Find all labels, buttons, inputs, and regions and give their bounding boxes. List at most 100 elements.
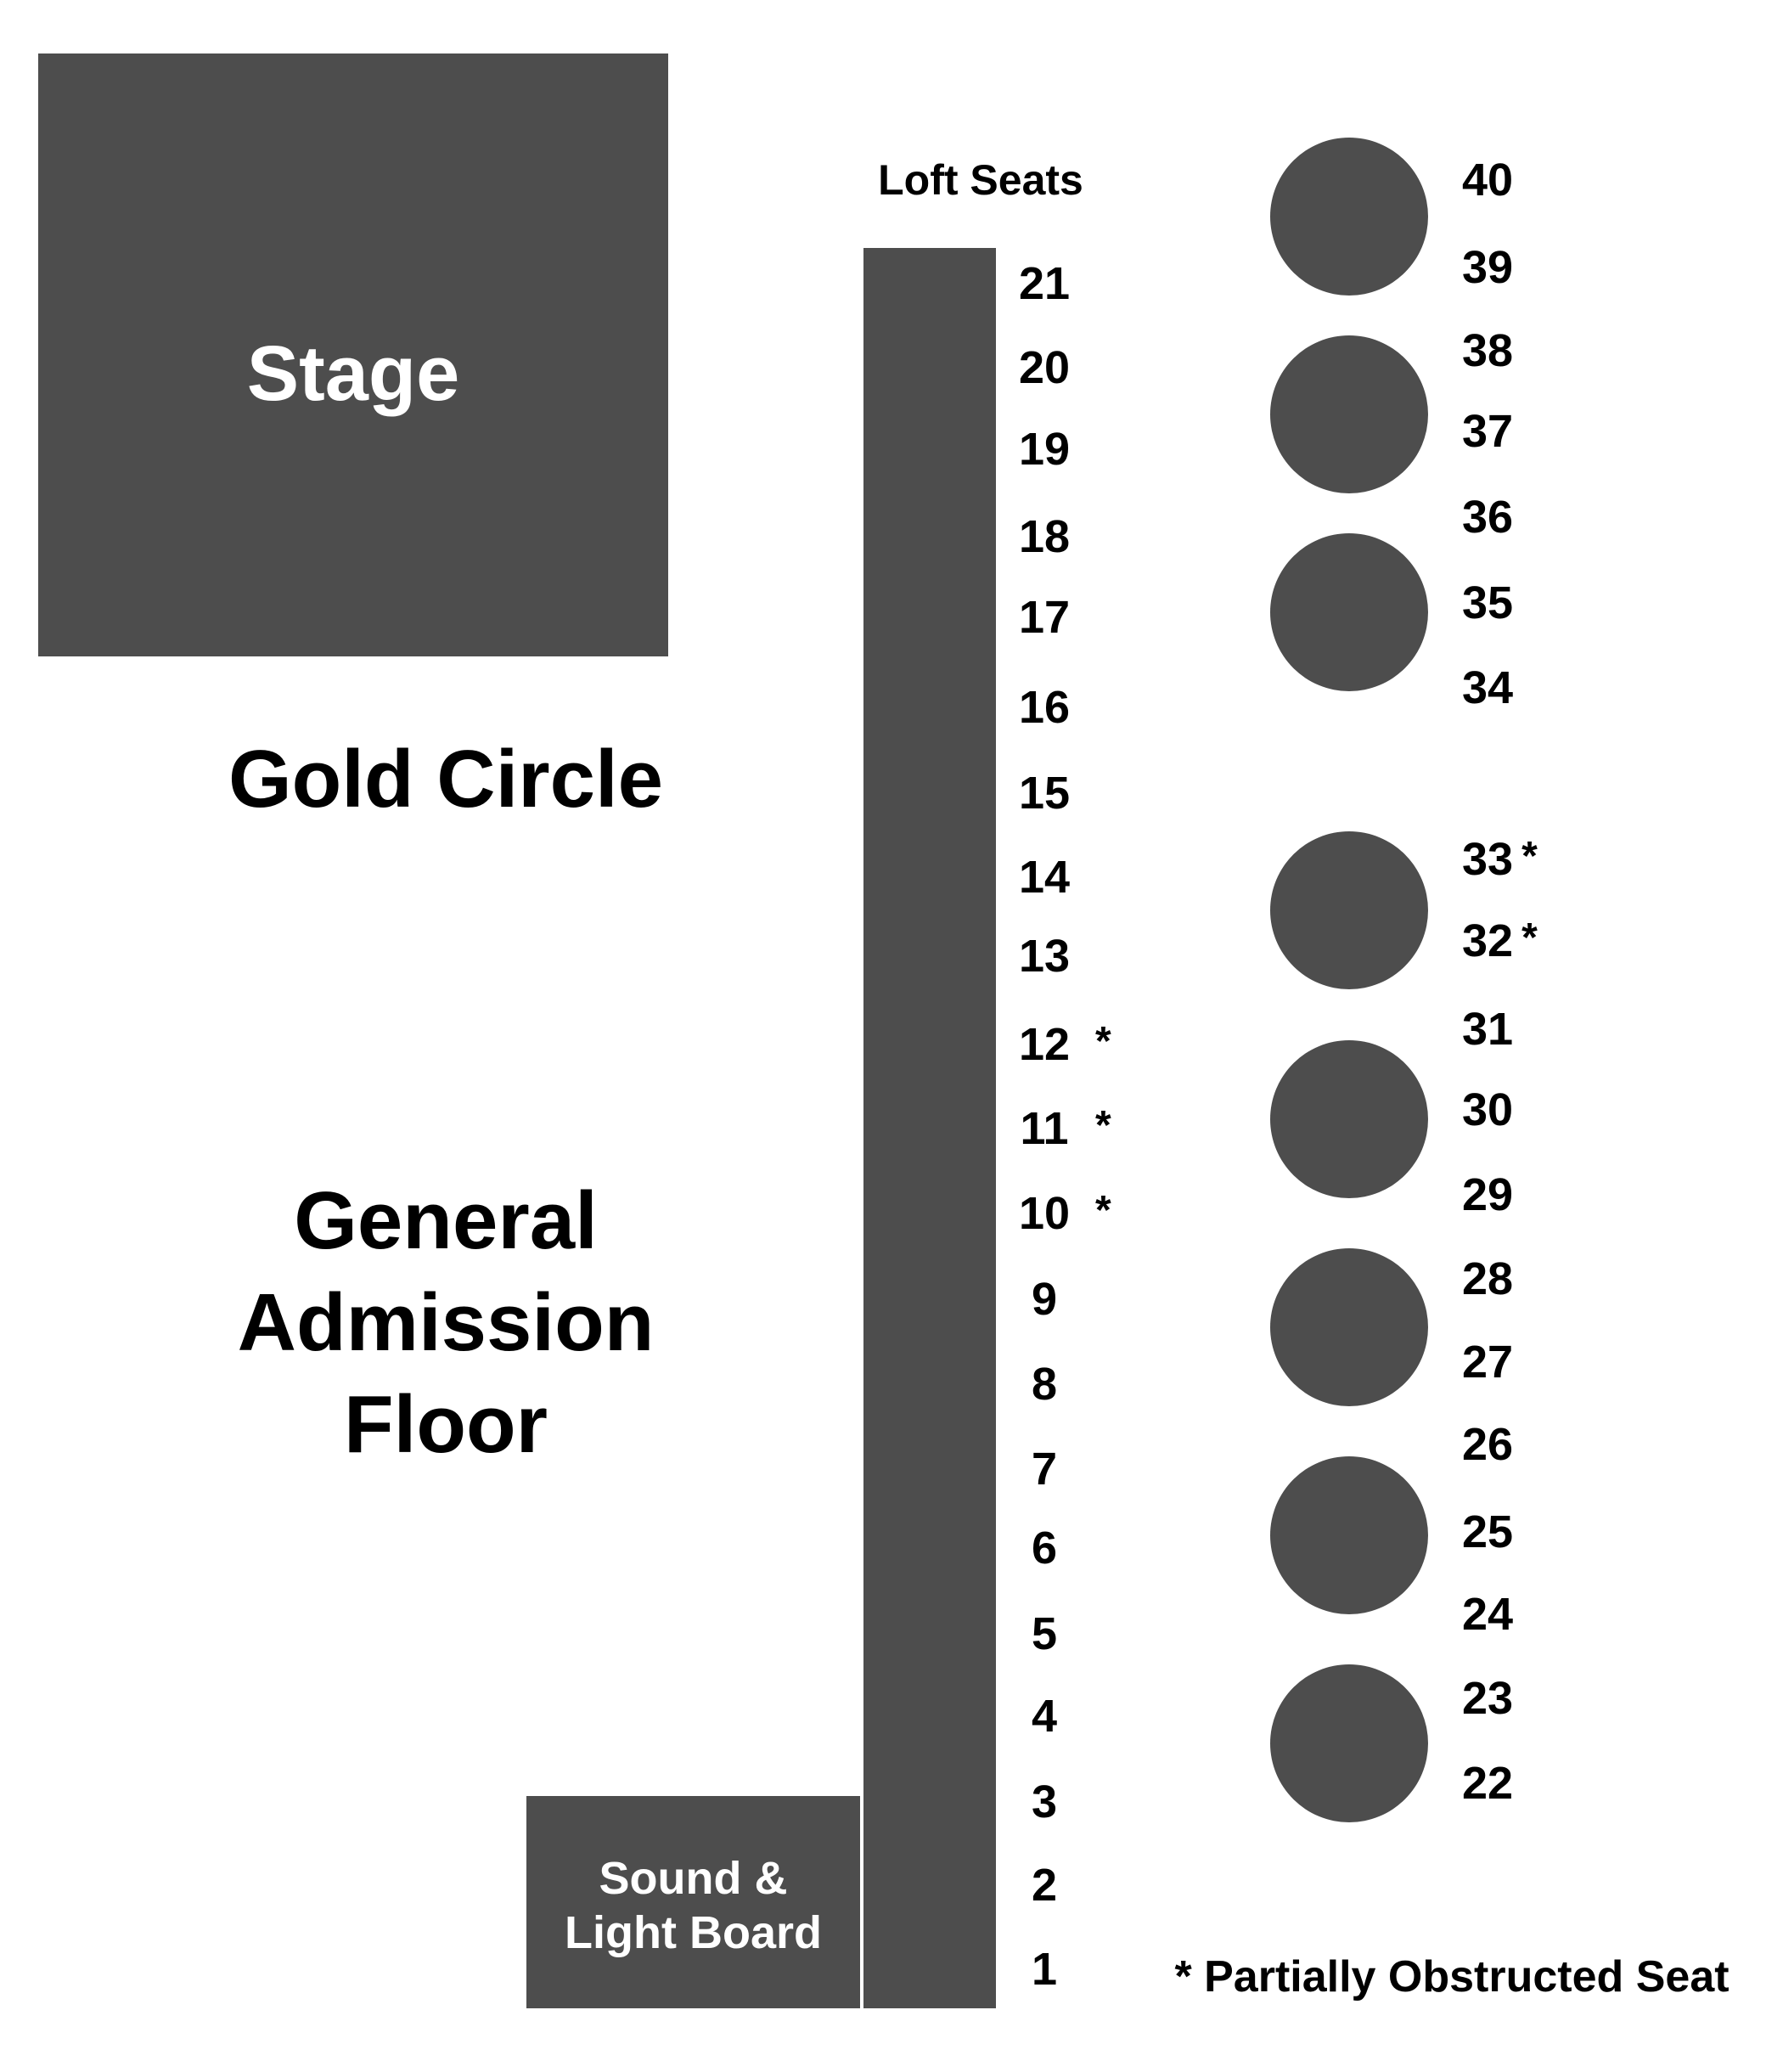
seat-number: 33 bbox=[1462, 834, 1514, 885]
loft-right-seat-39: 39 bbox=[1462, 245, 1513, 290]
seat-number: 7 bbox=[1031, 1444, 1058, 1495]
loft-table-4 bbox=[1270, 831, 1428, 989]
loft-left-seat-18: 18 bbox=[1002, 514, 1138, 560]
seat-number: 6 bbox=[1031, 1523, 1058, 1574]
seat-number: 12 bbox=[1018, 1019, 1071, 1070]
loft-right-seat-34: 34 bbox=[1462, 665, 1513, 711]
obstructed-marker: * bbox=[1095, 1188, 1111, 1233]
seat-number: 19 bbox=[1018, 424, 1071, 475]
seat-number: 21 bbox=[1018, 258, 1071, 309]
seat-number: 24 bbox=[1462, 1589, 1514, 1640]
loft-left-seat-7: 7 bbox=[1002, 1446, 1138, 1492]
seat-number: 38 bbox=[1462, 325, 1514, 376]
loft-table-8 bbox=[1270, 1664, 1428, 1822]
seat-number: 40 bbox=[1462, 155, 1514, 206]
seat-number: 18 bbox=[1018, 511, 1071, 562]
sound-board-line-1: Sound & bbox=[599, 1853, 788, 1904]
loft-left-seat-20: 20 bbox=[1002, 345, 1138, 391]
loft-left-seat-5: 5 bbox=[1002, 1611, 1138, 1657]
loft-bar bbox=[863, 248, 996, 2008]
loft-right-seat-25: 25 bbox=[1462, 1509, 1513, 1555]
loft-right-seat-33: 33* bbox=[1462, 834, 1538, 885]
loft-left-seat-11: 11 * bbox=[1002, 1103, 1138, 1154]
loft-left-seat-16: 16 bbox=[1002, 684, 1138, 730]
seat-number: 10 bbox=[1018, 1188, 1071, 1239]
loft-right-seat-31: 31 bbox=[1462, 1006, 1513, 1052]
seat-number: 14 bbox=[1018, 852, 1071, 903]
seat-number: 3 bbox=[1031, 1776, 1058, 1827]
obstructed-marker: * bbox=[1095, 1019, 1111, 1064]
loft-left-seat-14: 14 bbox=[1002, 854, 1138, 900]
loft-right-seat-38: 38 bbox=[1462, 328, 1513, 374]
general-admission-line-3: Floor bbox=[344, 1379, 548, 1470]
seat-number: 26 bbox=[1462, 1419, 1514, 1470]
loft-left-seat-19: 19 bbox=[1002, 426, 1138, 472]
seat-number: 22 bbox=[1462, 1758, 1514, 1809]
loft-right-seat-28: 28 bbox=[1462, 1256, 1513, 1302]
loft-left-seat-9: 9 bbox=[1002, 1276, 1138, 1322]
seat-number: 8 bbox=[1031, 1359, 1058, 1410]
seat-number: 29 bbox=[1462, 1169, 1514, 1220]
seat-number: 30 bbox=[1462, 1084, 1514, 1135]
seat-number: 11 bbox=[1020, 1103, 1069, 1154]
loft-table-7 bbox=[1270, 1456, 1428, 1614]
loft-seats-label: Loft Seats bbox=[878, 156, 1083, 204]
loft-right-seat-35: 35 bbox=[1462, 580, 1513, 626]
sound-light-board-area bbox=[526, 1796, 860, 2008]
seat-number: 32 bbox=[1462, 915, 1514, 966]
seat-number: 39 bbox=[1462, 242, 1514, 293]
loft-table-2 bbox=[1270, 335, 1428, 493]
seat-number: 23 bbox=[1462, 1673, 1514, 1724]
loft-right-seat-29: 29 bbox=[1462, 1172, 1513, 1218]
gold-circle-label: Gold Circle bbox=[228, 734, 664, 825]
loft-left-seat-21: 21 bbox=[1002, 261, 1138, 307]
general-admission-line-1: General bbox=[294, 1175, 598, 1266]
loft-left-seat-12: 12 * bbox=[1002, 1019, 1138, 1070]
obstructed-marker: * bbox=[1521, 834, 1538, 879]
loft-left-seat-17: 17 bbox=[1002, 594, 1138, 640]
seat-number: 17 bbox=[1018, 592, 1071, 643]
seat-number: 28 bbox=[1462, 1253, 1514, 1304]
seat-number: 5 bbox=[1031, 1608, 1058, 1659]
loft-left-seat-6: 6 bbox=[1002, 1525, 1138, 1571]
loft-table-5 bbox=[1270, 1040, 1428, 1198]
general-admission-line-2: Admission bbox=[237, 1277, 655, 1368]
loft-left-seat-4: 4 bbox=[1002, 1693, 1138, 1739]
loft-right-seat-40: 40 bbox=[1462, 157, 1513, 203]
loft-right-seat-22: 22 bbox=[1462, 1760, 1513, 1806]
loft-left-seat-8: 8 bbox=[1002, 1361, 1138, 1407]
obstructed-marker: * bbox=[1521, 915, 1538, 960]
loft-right-seat-24: 24 bbox=[1462, 1591, 1513, 1637]
seat-number: 4 bbox=[1031, 1691, 1058, 1742]
loft-table-1 bbox=[1270, 138, 1428, 296]
stage-area bbox=[38, 53, 668, 656]
loft-right-seat-32: 32* bbox=[1462, 915, 1538, 966]
seat-number: 35 bbox=[1462, 577, 1514, 628]
seat-number: 27 bbox=[1462, 1337, 1514, 1388]
seat-number: 31 bbox=[1462, 1004, 1514, 1055]
sound-light-board-label: Sound & Light Board bbox=[526, 1851, 860, 1960]
seat-number: 16 bbox=[1018, 682, 1071, 733]
loft-right-seat-30: 30 bbox=[1462, 1087, 1513, 1133]
loft-left-seat-2: 2 bbox=[1002, 1862, 1138, 1908]
sound-board-line-2: Light Board bbox=[565, 1907, 822, 1958]
seat-number: 36 bbox=[1462, 492, 1514, 543]
loft-right-seat-27: 27 bbox=[1462, 1339, 1513, 1385]
seat-number: 25 bbox=[1462, 1506, 1514, 1557]
loft-table-6 bbox=[1270, 1248, 1428, 1406]
obstructed-marker: * bbox=[1095, 1103, 1111, 1148]
seat-number: 34 bbox=[1462, 662, 1514, 713]
seat-number: 20 bbox=[1018, 342, 1071, 393]
general-admission-label: General Admission Floor bbox=[170, 1170, 722, 1476]
loft-left-seat-15: 15 bbox=[1002, 770, 1138, 816]
loft-right-seat-37: 37 bbox=[1462, 408, 1513, 454]
seat-number: 13 bbox=[1018, 931, 1071, 982]
loft-right-seat-36: 36 bbox=[1462, 494, 1513, 540]
loft-left-seat-10: 10 * bbox=[1002, 1188, 1138, 1239]
stage-label: Stage bbox=[246, 330, 460, 417]
seat-number: 15 bbox=[1018, 768, 1071, 819]
loft-right-seat-26: 26 bbox=[1462, 1422, 1513, 1467]
obstructed-legend: * Partially Obstructed Seat bbox=[1174, 1952, 1730, 2002]
loft-left-seat-1: 1 bbox=[1002, 1946, 1138, 1992]
seat-number: 37 bbox=[1462, 406, 1514, 457]
